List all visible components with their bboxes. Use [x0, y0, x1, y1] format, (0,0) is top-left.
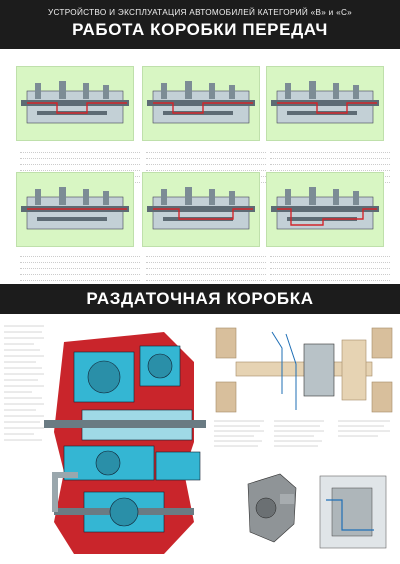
gearbox-diagram-4	[16, 172, 134, 247]
transfer-case-cutaway	[44, 322, 206, 560]
section-title: РАЗДАТОЧНАЯ КОРОБКА	[86, 289, 314, 308]
caption-block-4	[20, 252, 140, 282]
gearbox-diagram-5	[142, 172, 260, 247]
poster-supertitle: УСТРОЙСТВО И ЭКСПЛУАТАЦИЯ АВТОМОБИЛЕЙ КА…	[47, 8, 353, 17]
transfer-case-exterior-view	[240, 464, 302, 548]
right-legend	[214, 418, 394, 454]
caption-block-6	[270, 252, 390, 282]
poster-title: РАБОТА КОРОБКИ ПЕРЕДАЧ	[72, 20, 328, 39]
gearbox-diagram-1	[16, 66, 134, 141]
drivetrain-layout-diagram	[212, 324, 396, 416]
gearbox-diagram-6	[266, 172, 384, 247]
gearbox-diagram-2	[142, 66, 260, 141]
header-bar: УСТРОЙСТВО И ЭКСПЛУАТАЦИЯ АВТОМОБИЛЕЙ КА…	[0, 0, 400, 49]
legend-list	[4, 322, 48, 524]
section-header-bar: РАЗДАТОЧНАЯ КОРОБКА	[0, 284, 400, 314]
gearbox-diagram-3	[266, 66, 384, 141]
caption-block-5	[146, 252, 266, 282]
lubrication-scheme	[312, 470, 394, 554]
